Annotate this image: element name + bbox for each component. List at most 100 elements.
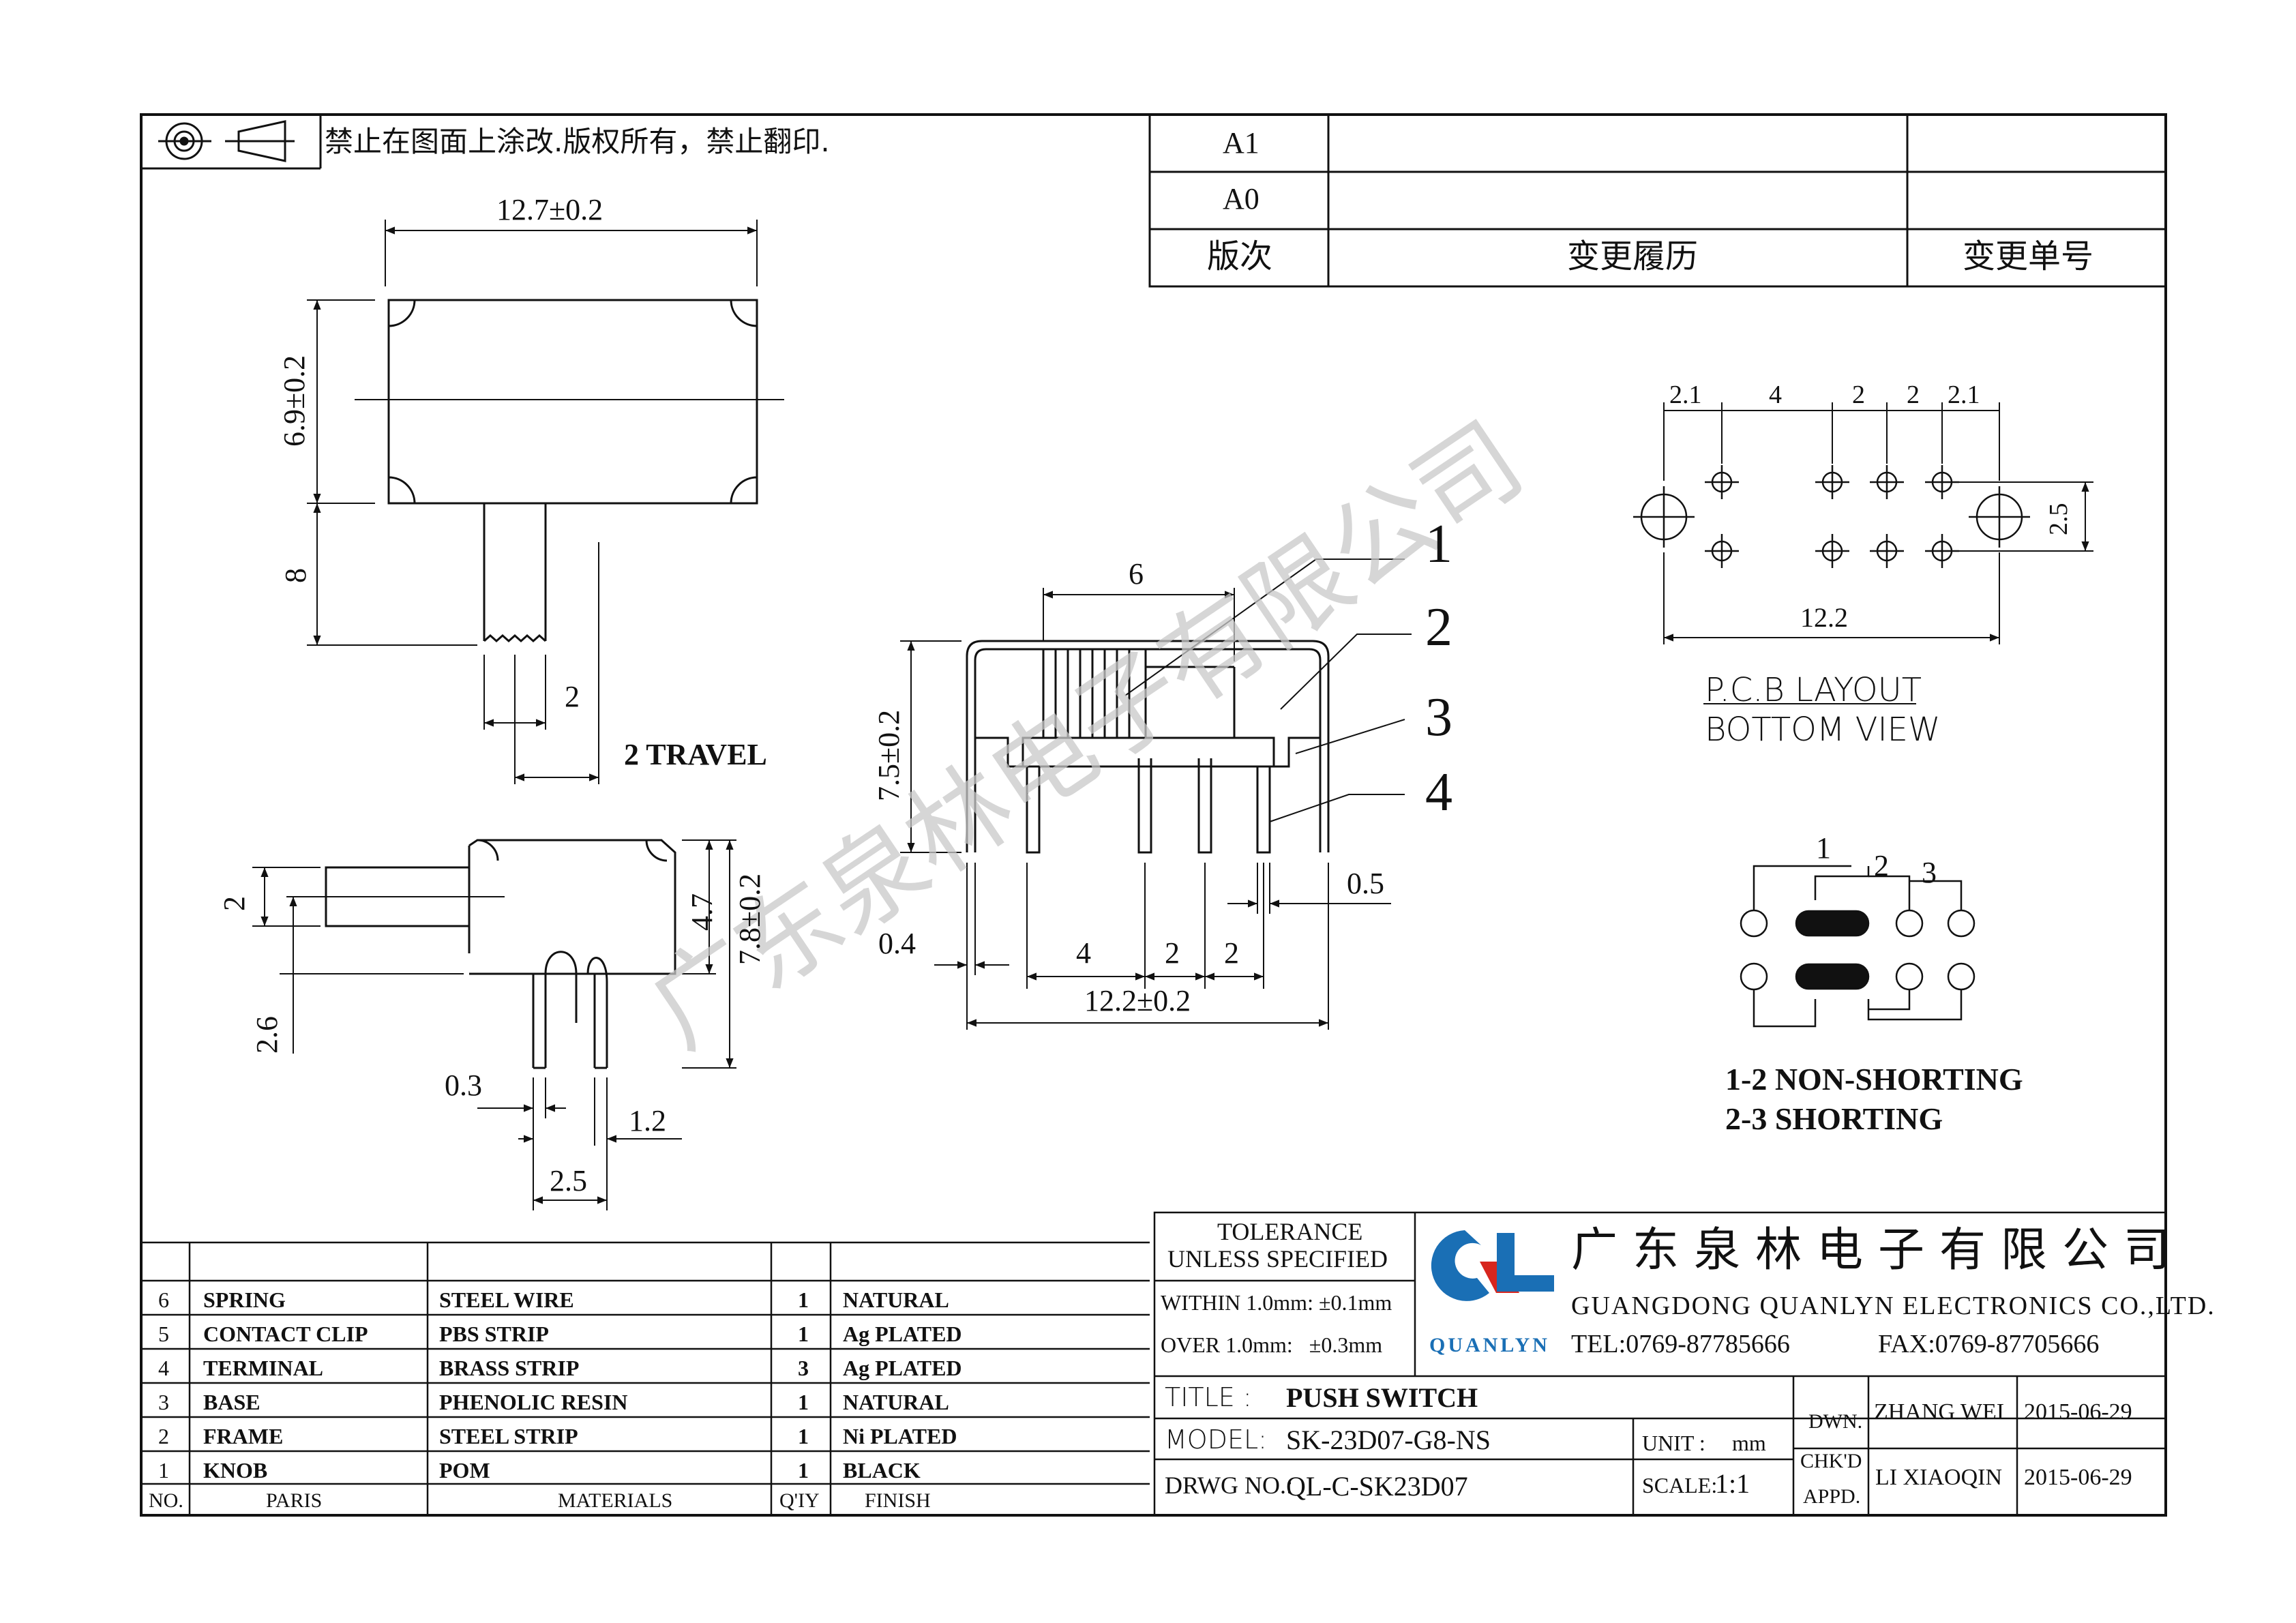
bom-header-qty: Q'IY (779, 1489, 820, 1512)
bom-no: 6 (158, 1287, 169, 1312)
bom-material: PHENOLIC RESIN (439, 1390, 628, 1414)
contact-terminal (1947, 909, 1976, 938)
dim-pitch-4: 4 (1076, 936, 1091, 970)
pcb-title: P.C.B LAYOUT (1705, 671, 1922, 709)
tolerance-within: WITHIN 1.0mm: ±0.1mm (1161, 1290, 1392, 1315)
logo-text: QUANLYN (1429, 1334, 1550, 1356)
drawn-by: ZHANG WEI (1874, 1399, 2005, 1425)
company-logo-icon (1431, 1230, 1554, 1301)
dim-pin-width-front: 0.5 (1347, 867, 1384, 900)
pcb-dim-pitch: 2.5 (2044, 503, 2073, 536)
bom-part: BASE (203, 1390, 260, 1414)
dim-knob-width: 2 (565, 680, 580, 713)
top-view (307, 220, 784, 784)
company-name-cn: 广东泉林电子有限公司 (1571, 1223, 2186, 1277)
bom-qty: 1 (798, 1287, 809, 1312)
pcb-pad (1705, 534, 1739, 568)
title-value: PUSH SWITCH (1286, 1382, 1478, 1413)
pcb-dim-4: 2 (1907, 381, 1920, 409)
travel-label: 2 TRAVEL (624, 738, 767, 771)
drwg-label: DRWG NO.: (1165, 1472, 1293, 1499)
bom-header-part: PARIS (266, 1489, 323, 1512)
copyright-notice: 禁止在图面上涂改.版权所有，禁止翻印. (325, 125, 830, 158)
projection-symbol-icon (158, 120, 295, 162)
date-drawn: 2015-06-29 (2024, 1399, 2132, 1425)
dim-overall-width: 12.2±0.2 (1084, 984, 1191, 1017)
contact-terminal (1895, 962, 1924, 991)
bom-table-lines (141, 1241, 1150, 1515)
contact-bar (1795, 910, 1870, 937)
dim-front-height: 7.5±0.2 (872, 709, 906, 801)
bom-part: TERMINAL (203, 1356, 324, 1380)
bom-finish: Ag PLATED (843, 1356, 962, 1380)
circuit-label-1: 1 (1816, 831, 1831, 865)
dim-knob-width-front: 6 (1129, 557, 1144, 591)
rev-header-version: 版次 (1207, 237, 1273, 276)
bom-header-finish: FINISH (865, 1489, 931, 1512)
pcb-hole (1969, 486, 2030, 548)
pcb-subtitle: BOTTOM VIEW (1705, 711, 1941, 749)
pcb-hole (1633, 486, 1695, 548)
note-shorting: 2-3 SHORTING (1725, 1101, 1943, 1136)
pcb-layout (1633, 402, 2093, 704)
bom-part: FRAME (203, 1424, 284, 1448)
callout-2: 2 (1425, 597, 1452, 657)
bom-material: STEEL WIRE (439, 1287, 574, 1312)
callout-3: 3 (1425, 687, 1452, 747)
dim-width: 12.7±0.2 (496, 193, 603, 226)
scale-value: 1:1 (1715, 1468, 1750, 1499)
bom-finish: BLACK (843, 1458, 921, 1483)
pcb-dim-1: 2.1 (1669, 381, 1702, 409)
bom-no: 5 (158, 1322, 169, 1346)
callout-4: 4 (1425, 762, 1452, 822)
dim-height: 6.9±0.2 (278, 355, 311, 447)
circuit-label-2: 2 (1874, 849, 1889, 882)
bom-qty: 1 (798, 1424, 809, 1448)
pcb-pad (1925, 465, 1959, 499)
dim-knob-offset: 2.6 (250, 1016, 284, 1054)
dim-pin-pitch: 2.5 (550, 1164, 587, 1197)
model-value: SK-23D07-G8-NS (1286, 1425, 1491, 1455)
title-label: TITLE : (1165, 1382, 1252, 1412)
rev-a1: A1 (1223, 126, 1259, 160)
pcb-pad (1870, 534, 1904, 568)
pcb-pad (1870, 465, 1904, 499)
pcb-pad (1705, 465, 1739, 499)
company-name-en: GUANGDONG QUANLYN ELECTRONICS CO.,LTD. (1571, 1292, 2216, 1320)
bom-qty: 1 (798, 1458, 809, 1483)
scale-label: SCALE: (1642, 1473, 1718, 1498)
dim-pin-thickness: 0.3 (445, 1069, 482, 1102)
rev-header-history: 变更履历 (1567, 237, 1699, 276)
company-fax: FAX:0769-87705666 (1878, 1330, 2100, 1358)
contact-bar (1795, 963, 1870, 990)
unit-label: UNIT : (1642, 1431, 1705, 1455)
chk-label: CHK'D (1800, 1450, 1862, 1472)
bom-finish: Ag PLATED (843, 1322, 962, 1346)
bom-part: KNOB (203, 1458, 268, 1483)
unit-value: mm (1732, 1431, 1766, 1455)
pcb-pad (1925, 534, 1959, 568)
appd-label: APPD. (1803, 1485, 1861, 1508)
model-label: MODEL: (1165, 1425, 1267, 1455)
revision-table-lines (1148, 113, 2167, 288)
dim-pin-thickness-front: 0.4 (878, 927, 916, 960)
tolerance-subtitle: UNLESS SPECIFIED (1167, 1245, 1388, 1272)
dim-knob-length: 8 (279, 568, 312, 583)
company-tel: TEL:0769-87785666 (1571, 1330, 1790, 1358)
dim-body-height: 7.8±0.2 (733, 873, 766, 965)
date-checked: 2015-06-29 (2024, 1465, 2132, 1490)
pcb-pad (1815, 465, 1849, 499)
drwg-value: QL-C-SK23D07 (1286, 1471, 1468, 1502)
watermark-text: 广东泉林电子有限公司 (629, 400, 1544, 1071)
pcb-dim-width: 12.2 (1800, 602, 1848, 633)
tolerance-over: OVER 1.0mm: ±0.3mm (1161, 1332, 1383, 1357)
bom-no: 3 (158, 1390, 169, 1414)
callout-1: 1 (1425, 514, 1452, 574)
pcb-dim-2: 4 (1769, 381, 1782, 409)
bom-qty: 1 (798, 1322, 809, 1346)
circuit-label-3: 3 (1922, 856, 1937, 889)
bom-material: PBS STRIP (439, 1322, 549, 1346)
bom-qty: 1 (798, 1390, 809, 1414)
tolerance-title: TOLERANCE (1217, 1218, 1363, 1245)
